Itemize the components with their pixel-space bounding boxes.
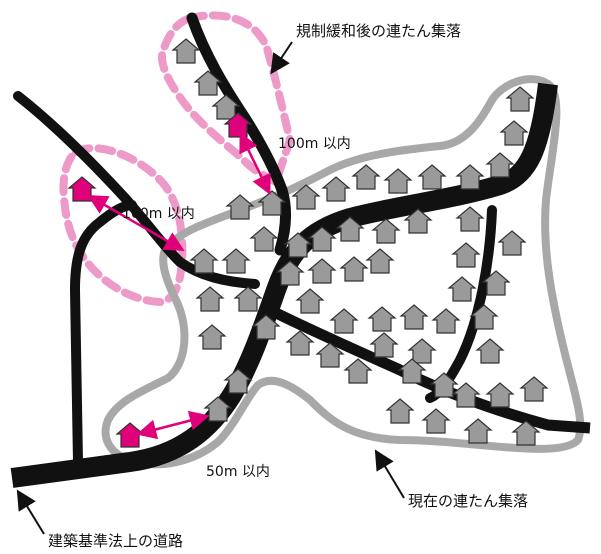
gray-house-icon xyxy=(307,226,337,252)
gray-house-icon xyxy=(365,248,395,274)
gray-house-icon xyxy=(193,70,223,96)
distance-arrow-bottom xyxy=(136,410,210,440)
gray-house-icon xyxy=(399,304,429,330)
road-cross xyxy=(175,257,260,289)
gray-house-icon xyxy=(233,286,263,312)
gray-house-icon xyxy=(429,372,459,398)
distance-label-bottom: 50m 以内 xyxy=(206,464,270,480)
magenta-house-icon xyxy=(67,176,97,202)
gray-house-icon xyxy=(189,248,219,274)
gray-house-icon xyxy=(519,376,549,402)
gray-house-icon xyxy=(335,216,365,242)
gray-house-icon xyxy=(421,408,451,434)
distance-arrow-top xyxy=(239,132,271,195)
gray-house-icon xyxy=(171,38,201,64)
gray-house-icon xyxy=(455,206,485,232)
gray-house-icon xyxy=(351,164,381,190)
magenta-house-icon xyxy=(115,422,145,448)
gray-house-icon xyxy=(291,184,321,210)
gray-house-icon xyxy=(369,332,399,358)
leader-after-deregulation xyxy=(270,41,293,75)
gray-house-icon xyxy=(329,308,359,334)
gray-house-icon xyxy=(463,418,493,444)
gray-house-icon xyxy=(407,338,437,364)
gray-house-icon xyxy=(485,152,515,178)
gray-house-icon xyxy=(307,258,337,284)
current-settlement-boundary xyxy=(101,75,585,469)
gray-house-icon xyxy=(339,256,369,282)
label-legal-road: 建築基準法上の道路 xyxy=(48,532,183,550)
gray-house-icon xyxy=(211,94,241,120)
gray-house-icon xyxy=(195,286,225,312)
gray-house-icon xyxy=(417,164,447,190)
gray-house-icon xyxy=(475,338,505,364)
gray-house-icon xyxy=(257,190,287,216)
gray-house-icon xyxy=(403,208,433,234)
gray-house-icon xyxy=(383,168,413,194)
gray-house-icon xyxy=(447,276,477,302)
distance-label-left: 100m 以内 xyxy=(122,206,195,222)
gray-house-icon xyxy=(223,368,253,394)
gray-house-icon xyxy=(321,176,351,202)
gray-house-icon xyxy=(275,260,305,286)
gray-house-icon xyxy=(499,120,529,146)
gray-house-icon xyxy=(203,396,233,422)
gray-house-icon xyxy=(397,358,427,384)
gray-house-icon xyxy=(451,242,481,268)
gray-house-icon xyxy=(485,382,515,408)
label-after-deregulation: 規制緩和後の連たん集落 xyxy=(296,22,461,40)
gray-house-icon xyxy=(385,398,415,424)
gray-house-icon xyxy=(469,304,499,330)
gray-house-icon xyxy=(249,226,279,252)
existing-houses xyxy=(171,38,549,446)
gray-house-icon xyxy=(221,248,251,274)
road-inner-east xyxy=(425,205,497,403)
extension-boundary-left xyxy=(59,144,187,307)
gray-house-icon xyxy=(197,324,227,350)
gray-house-icon xyxy=(343,358,373,384)
gray-house-icon xyxy=(367,306,397,332)
gray-house-icon xyxy=(315,342,345,368)
gray-house-icon xyxy=(455,164,485,190)
gray-house-icon xyxy=(431,308,461,334)
gray-house-icon xyxy=(285,330,315,356)
magenta-house-icon xyxy=(223,112,253,138)
gray-house-icon xyxy=(505,86,535,112)
gray-house-icon xyxy=(511,420,541,446)
leader-current-settlement xyxy=(374,449,405,499)
gray-house-icon xyxy=(497,230,527,256)
distance-label-top: 100m 以内 xyxy=(278,136,351,152)
gray-house-icon xyxy=(295,288,325,314)
gray-house-icon xyxy=(371,218,401,244)
label-current-settlement: 現在の連たん集落 xyxy=(408,492,528,510)
gray-house-icon xyxy=(251,314,281,340)
gray-house-icon xyxy=(283,232,313,258)
gray-house-icon xyxy=(225,194,255,220)
distance-arrow-left xyxy=(87,195,185,251)
gray-house-icon xyxy=(481,270,511,296)
leader-legal-road xyxy=(16,489,45,535)
gray-house-icon xyxy=(451,382,481,408)
